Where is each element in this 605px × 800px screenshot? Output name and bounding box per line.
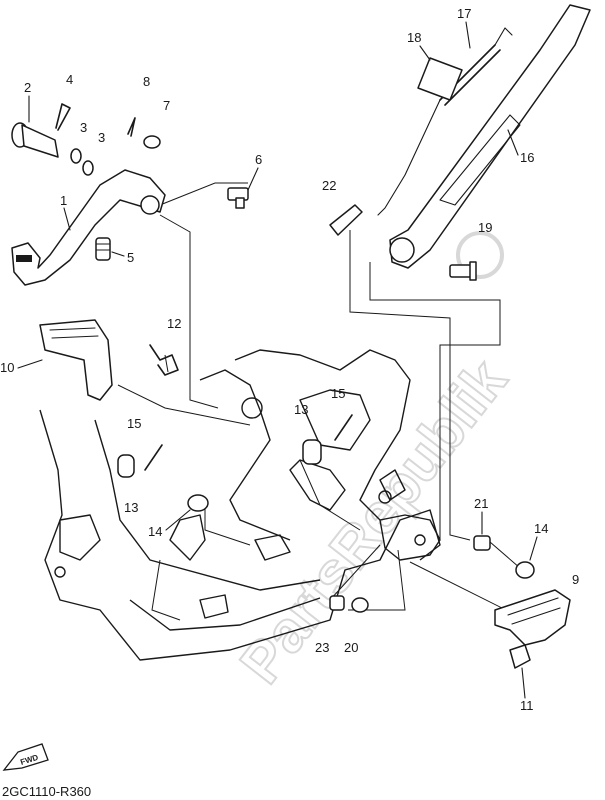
callouts: 1 2 3 3 4 5 6 7 8 9 10 11 12 13 13 14 14… — [0, 6, 579, 713]
clip — [55, 103, 71, 131]
washer — [143, 135, 161, 149]
callout-label: 9 — [572, 572, 579, 587]
plate — [329, 204, 363, 236]
callout-label: 5 — [127, 250, 134, 265]
washer — [187, 494, 209, 512]
callout-label: 12 — [167, 316, 181, 331]
callout-label: 1 — [60, 193, 67, 208]
stand-bolt — [449, 261, 477, 281]
o-ring — [70, 148, 82, 164]
watermark: PartsRepublik — [227, 231, 521, 696]
spring-cover — [417, 57, 463, 101]
nut — [329, 595, 345, 611]
callout-label: 10 — [0, 360, 14, 375]
brake-pedal — [11, 169, 166, 286]
footrest-spring — [509, 644, 531, 669]
collar — [117, 454, 135, 478]
callout-label: 21 — [474, 496, 488, 511]
callout-label: 13 — [124, 500, 138, 515]
fwd-arrow-icon: FWD — [2, 743, 49, 771]
callout-label: 16 — [520, 150, 534, 165]
callout-label: 15 — [331, 386, 345, 401]
callout-label: 3 — [98, 130, 105, 145]
cotter-pin — [127, 117, 136, 137]
spring-pin — [95, 237, 111, 261]
callout-label: 2 — [24, 80, 31, 95]
callout-label: 17 — [457, 6, 471, 21]
callout-label: 19 — [478, 220, 492, 235]
pivot-bolt — [11, 122, 59, 158]
nut — [473, 535, 491, 551]
callout-label: 14 — [534, 521, 548, 536]
collar — [302, 439, 322, 465]
watermark-text: PartsRepublik — [228, 348, 520, 696]
callout-label: 23 — [315, 640, 329, 655]
callout-label: 20 — [344, 640, 358, 655]
bolt — [227, 187, 249, 209]
diagram-code: 2GC1110-R360 — [2, 784, 91, 799]
spring — [149, 344, 179, 376]
callout-label: 15 — [127, 416, 141, 431]
footrest-left — [39, 319, 113, 401]
callout-label: 7 — [163, 98, 170, 113]
pin — [334, 414, 353, 441]
callout-label: 4 — [66, 72, 73, 87]
callout-label: 13 — [294, 402, 308, 417]
callout-label: 3 — [80, 120, 87, 135]
washer — [351, 597, 369, 613]
washer — [515, 561, 535, 579]
side-stand — [389, 4, 591, 269]
callout-label: 11 — [520, 698, 534, 713]
callout-label: 14 — [148, 524, 162, 539]
pin — [144, 444, 163, 471]
callout-label: 22 — [322, 178, 336, 193]
callout-label: 8 — [143, 74, 150, 89]
callout-label: 6 — [255, 152, 262, 167]
watermark-gear-icon — [456, 231, 504, 279]
motorcycle-frame — [39, 349, 441, 661]
o-ring — [82, 160, 94, 176]
footrest-right — [494, 589, 571, 646]
callout-label: 18 — [407, 30, 421, 45]
